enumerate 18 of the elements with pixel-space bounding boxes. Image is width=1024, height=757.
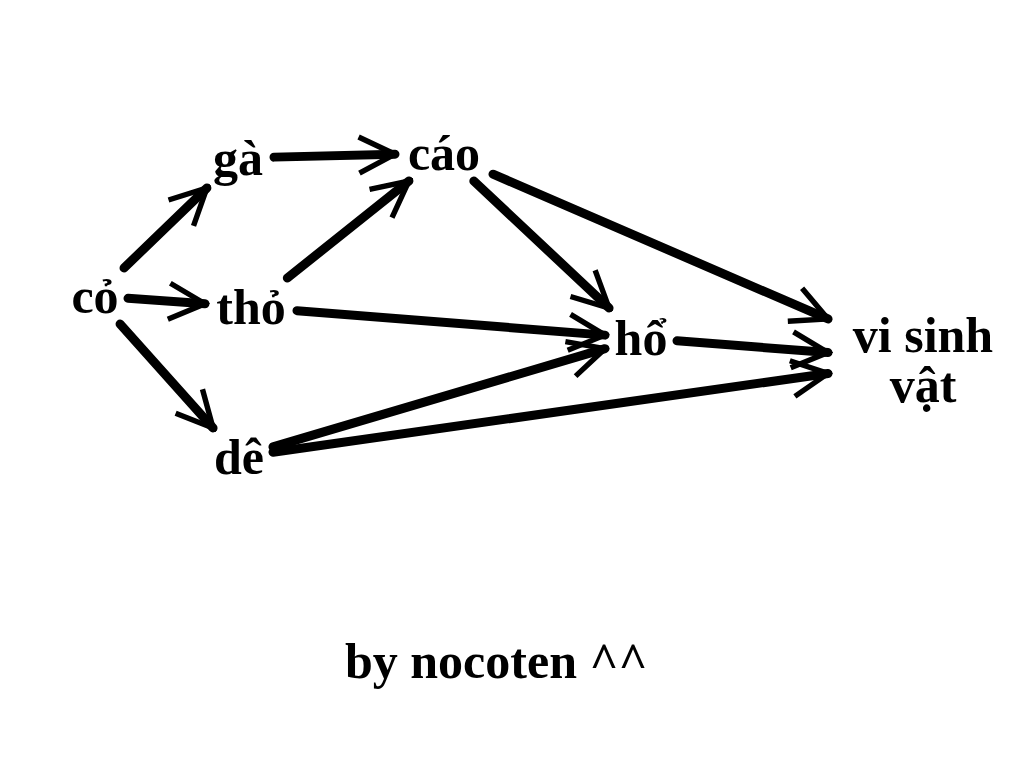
arrow [268,338,610,452]
signature-text: by nocoten ^^ [345,632,648,690]
node-label: vi sinh vật [851,310,995,410]
node-label: cáo [407,128,481,178]
arrow [488,169,833,324]
arrow [119,183,212,273]
arrow [269,134,400,176]
arrow [123,280,210,322]
node-label: dê [214,432,264,482]
arrow [292,306,610,353]
arrow [672,329,833,371]
arrow [115,319,218,433]
node-label: cỏ [71,271,119,321]
arrow [268,358,833,457]
arrow [469,176,614,313]
node-label: thỏ [216,282,286,332]
arrow [282,176,414,283]
node-label: hổ [614,313,668,363]
